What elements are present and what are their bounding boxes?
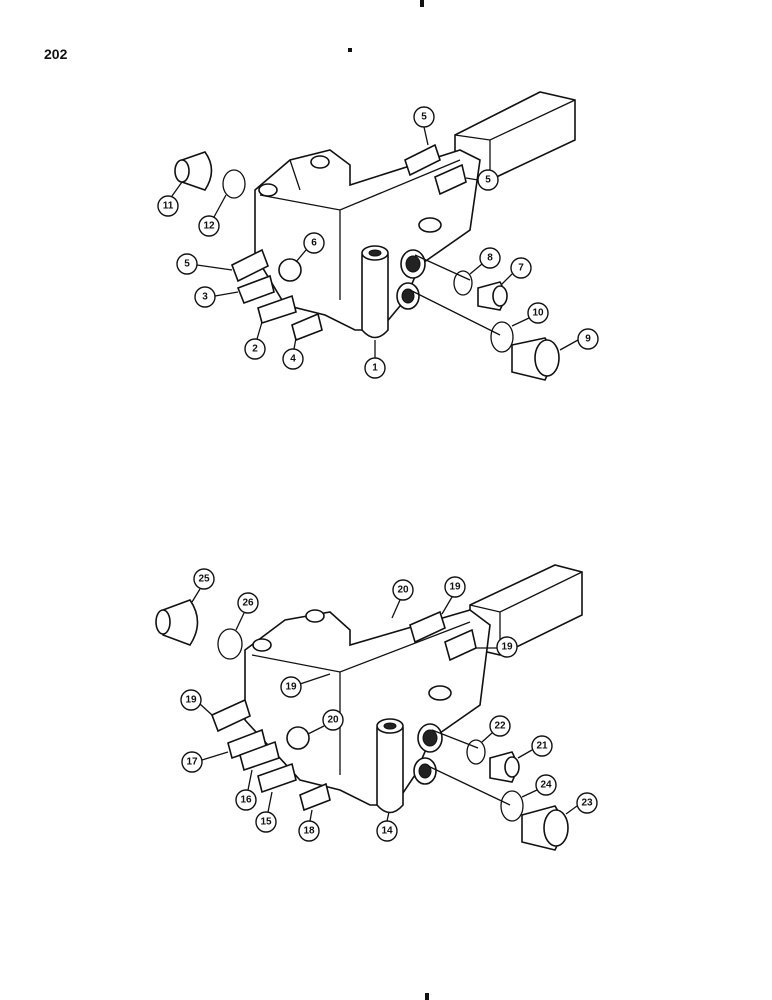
callout-bottom-19d: 19 <box>180 689 202 711</box>
svg-text:19: 19 <box>285 682 297 693</box>
svg-text:23: 23 <box>581 798 593 809</box>
callout-top-3: 3 <box>194 286 216 308</box>
callout-bottom-14: 14 <box>376 820 398 842</box>
svg-text:8: 8 <box>487 253 493 264</box>
svg-text:5: 5 <box>485 175 491 186</box>
svg-text:17: 17 <box>186 757 198 768</box>
svg-text:11: 11 <box>163 201 174 212</box>
callout-top-8: 8 <box>479 247 501 269</box>
svg-text:14: 14 <box>381 826 393 837</box>
svg-text:6: 6 <box>311 238 317 249</box>
svg-text:19: 19 <box>449 582 461 593</box>
callout-bottom-21: 21 <box>531 735 553 757</box>
svg-text:25: 25 <box>198 574 210 585</box>
svg-text:20: 20 <box>327 715 339 726</box>
svg-text:3: 3 <box>202 292 208 303</box>
callout-top-11: 11 <box>157 195 179 217</box>
callout-bottom-23: 23 <box>576 792 598 814</box>
callout-top-7: 7 <box>510 257 532 279</box>
bottom-valve-assembly <box>155 564 583 851</box>
svg-text:12: 12 <box>203 221 215 232</box>
callout-bottom-17: 17 <box>181 751 203 773</box>
callout-top-12: 12 <box>198 215 220 237</box>
svg-text:21: 21 <box>536 741 548 752</box>
edge-mark <box>425 993 429 1000</box>
callout-bottom-24: 24 <box>535 774 557 796</box>
svg-text:2: 2 <box>252 344 258 355</box>
edge-mark <box>420 0 424 7</box>
svg-text:9: 9 <box>585 334 591 345</box>
svg-text:26: 26 <box>242 598 254 609</box>
callout-top-5b: 5 <box>477 169 499 191</box>
callout-top-4: 4 <box>282 348 304 370</box>
callout-bottom-16: 16 <box>235 789 257 811</box>
callout-bottom-25: 25 <box>193 568 215 590</box>
callout-bottom-19c: 19 <box>280 676 302 698</box>
callout-top-5c: 5 <box>176 253 198 275</box>
svg-text:19: 19 <box>501 642 513 653</box>
callout-top-5a: 5 <box>413 106 435 128</box>
callout-top-6: 6 <box>303 232 325 254</box>
svg-text:5: 5 <box>421 112 427 123</box>
callout-bottom-20a: 20 <box>392 579 414 601</box>
svg-text:10: 10 <box>532 308 544 319</box>
callout-top-10: 10 <box>527 302 549 324</box>
svg-text:16: 16 <box>240 795 252 806</box>
callout-bottom-18: 18 <box>298 820 320 842</box>
svg-text:18: 18 <box>303 826 315 837</box>
svg-text:19: 19 <box>185 695 197 706</box>
svg-text:15: 15 <box>260 817 272 828</box>
speck-mark <box>348 48 352 52</box>
callout-bottom-15: 15 <box>255 811 277 833</box>
callout-bottom-22: 22 <box>489 715 511 737</box>
svg-text:5: 5 <box>184 259 190 270</box>
svg-text:24: 24 <box>540 780 552 791</box>
callout-bottom-26: 26 <box>237 592 259 614</box>
page-number: 202 <box>44 46 68 62</box>
callout-bottom-19a: 19 <box>444 576 466 598</box>
top-valve-assembly <box>174 91 576 381</box>
svg-text:1: 1 <box>372 363 378 374</box>
callout-top-1: 1 <box>364 357 386 379</box>
callout-bottom-20b: 20 <box>322 709 344 731</box>
svg-text:4: 4 <box>290 354 296 365</box>
callout-top-2: 2 <box>244 338 266 360</box>
callout-bottom-19b: 19 <box>496 636 518 658</box>
svg-text:7: 7 <box>518 263 524 274</box>
svg-text:22: 22 <box>494 721 506 732</box>
svg-text:20: 20 <box>397 585 409 596</box>
callout-top-9: 9 <box>577 328 599 350</box>
